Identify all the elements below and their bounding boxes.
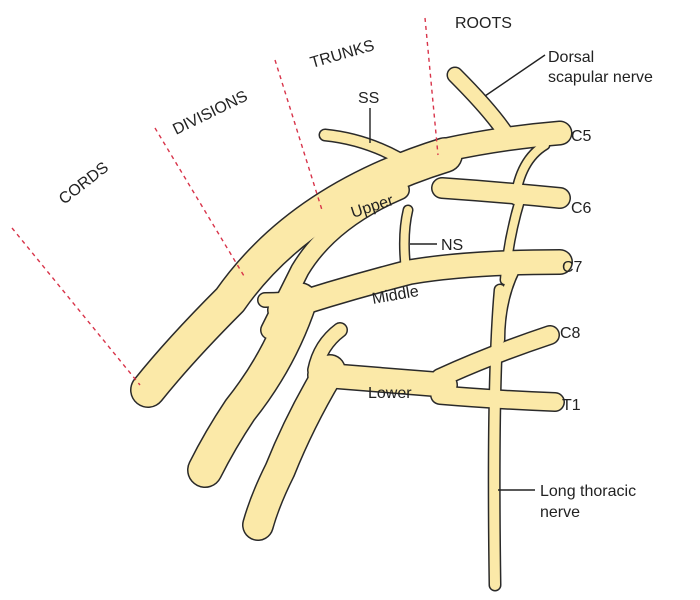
divider-roots-trunks — [424, 17, 439, 156]
cords-label: CORDS — [56, 159, 112, 208]
ns-label: NS — [441, 237, 463, 254]
c5-label: C5 — [571, 128, 592, 145]
divisions-label: DIVISIONS — [170, 88, 250, 139]
long-thoracic-label-line1: Long thoracic — [540, 483, 636, 500]
long-thoracic-label-line2: nerve — [540, 504, 580, 521]
divider-divisions-cords — [154, 127, 245, 277]
leader-lines — [369, 54, 546, 491]
roots-label: ROOTS — [455, 15, 512, 32]
dorsal-scapular-label-line2: scapular nerve — [548, 69, 653, 86]
c6-label: C6 — [571, 200, 592, 217]
c7-label: C7 — [562, 259, 583, 276]
divider-cords-edge — [11, 227, 141, 386]
ss-label: SS — [358, 90, 379, 107]
long-thoracic-nerve — [494, 290, 500, 585]
t1-label: T1 — [562, 397, 581, 414]
dorsal-scapular-leader — [484, 54, 546, 97]
dorsal-scapular-label-line1: Dorsal — [548, 49, 594, 66]
lower-trunk-label: Lower — [368, 385, 412, 402]
region-dividers — [11, 17, 439, 386]
divider-trunks-divisions — [274, 59, 323, 211]
trunks-label: TRUNKS — [308, 37, 376, 71]
c6-root — [442, 188, 560, 198]
c8-label: C8 — [560, 325, 581, 342]
